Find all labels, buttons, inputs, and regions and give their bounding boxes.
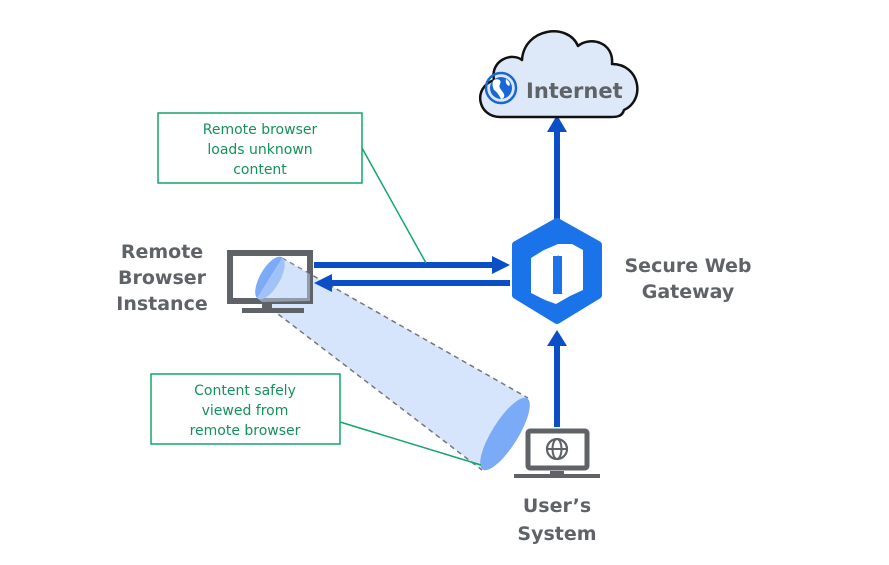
callout-line3: content — [233, 162, 287, 178]
callout-line3: remote browser — [190, 423, 301, 439]
callout-line2: viewed from — [202, 403, 289, 419]
arrow-from-user-system — [547, 330, 567, 427]
callout-line1: Content safely — [194, 383, 296, 399]
gateway-label-line1: Secure Web — [625, 255, 752, 277]
globe-icon — [484, 71, 518, 105]
callout-line2: loads unknown — [207, 142, 312, 158]
remote-browser-label-line1: Remote — [121, 241, 203, 263]
internet-label: Internet — [526, 79, 623, 103]
beam-edge-bottom — [256, 297, 483, 471]
beam-start-ellipse — [255, 256, 285, 300]
arrow-to-internet — [547, 115, 567, 220]
callout-box — [150, 373, 341, 445]
callout-box — [157, 112, 363, 184]
callout-leader-line — [339, 421, 482, 466]
user-system-label-line2: System — [517, 523, 596, 545]
arrow-to-remote-browser — [314, 274, 510, 292]
arrow-to-gateway — [314, 256, 510, 274]
beam-end-ellipse — [480, 397, 530, 471]
laptop-icon — [514, 428, 600, 478]
user-system-label-line1: User’s — [523, 495, 591, 517]
callout-content-safely-viewed: Content safely viewed from remote browse… — [150, 373, 482, 466]
gateway-label-line2: Gateway — [642, 281, 735, 303]
beam-body — [257, 258, 528, 470]
remote-browser-label-line2: Browser — [118, 267, 207, 289]
gateway-hexagon-icon — [512, 218, 602, 324]
remote-browser-label-line3: Instance — [116, 293, 207, 315]
monitor-icon — [227, 250, 313, 313]
beam-overlay — [257, 258, 310, 302]
callout-remote-browser-loads: Remote browser loads unknown content — [157, 112, 427, 264]
callout-leader-line — [361, 147, 427, 264]
callout-line1: Remote browser — [203, 122, 318, 138]
